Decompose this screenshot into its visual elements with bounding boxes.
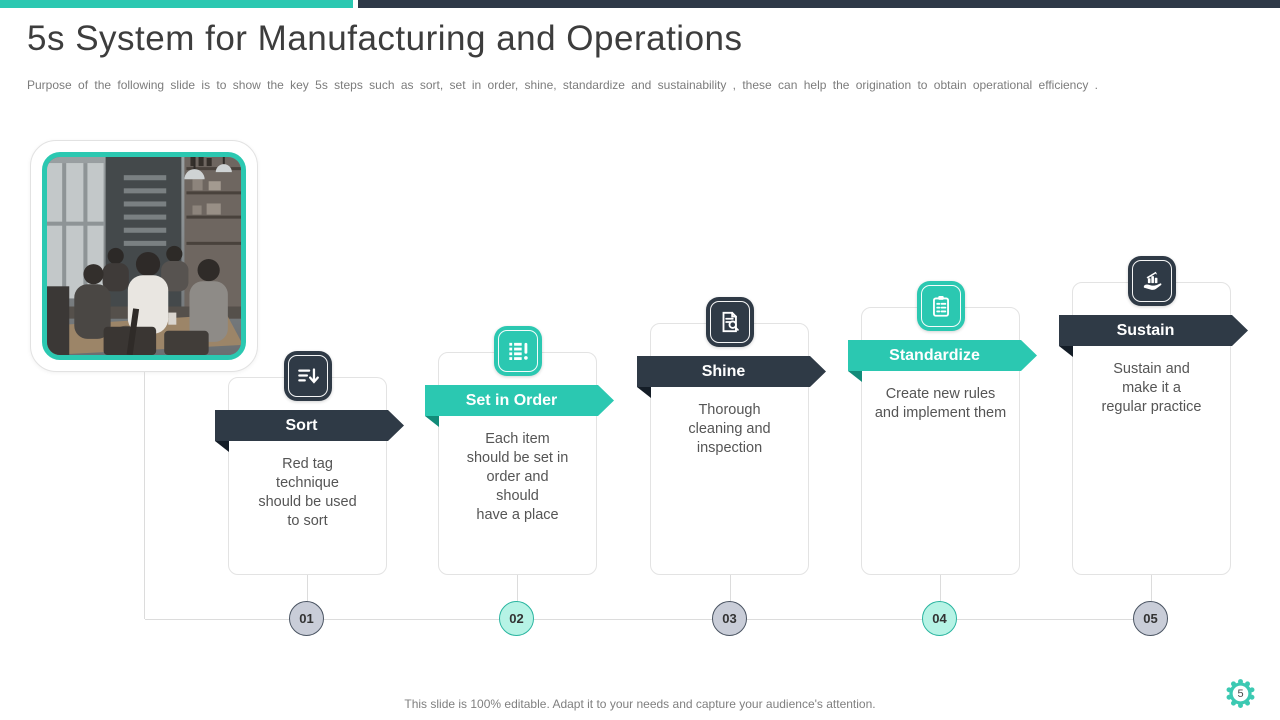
timeline-connector-photo xyxy=(144,372,145,619)
timeline-connector-5 xyxy=(1151,575,1152,619)
hand-growth-icon xyxy=(1127,256,1176,306)
slide-subtitle: Purpose of the following slide is to sho… xyxy=(27,78,1099,92)
hand-growth-icon-frame xyxy=(1131,260,1172,302)
step-card-sort: Sort Red tag technique should be used to… xyxy=(215,351,387,575)
ribbon-fold xyxy=(848,371,862,382)
step-number-badge-04: 04 xyxy=(922,601,957,636)
document-inspection-icon-frame xyxy=(709,301,750,343)
step-description: Sustain and make it a regular practice xyxy=(1101,361,1202,415)
timeline-line xyxy=(145,619,1152,620)
step-label: Sort xyxy=(285,416,318,434)
gear-icon xyxy=(1226,679,1255,708)
sort-descending-icon xyxy=(283,351,332,401)
meeting-photo-illustration xyxy=(47,157,241,355)
step-label: Shine xyxy=(701,362,746,380)
step-description: Red tag technique should be used to sort xyxy=(258,456,357,529)
step-card-shine: Shine Thorough cleaning and inspection xyxy=(637,297,809,575)
meeting-photo-card xyxy=(30,140,258,372)
step-card-set-in-order: Set in Order Each item should be set in … xyxy=(425,326,597,575)
document-inspection-icon xyxy=(705,297,754,347)
list-info-icon xyxy=(493,326,542,376)
step-label: Sustain xyxy=(1116,321,1175,339)
step-card-standardize: Standardize Create new rules and impleme… xyxy=(848,281,1020,575)
step-banner-set-in-order: Set in Order xyxy=(425,385,614,416)
timeline-connector-2 xyxy=(517,575,518,619)
slide-title: 5s System for Manufacturing and Operatio… xyxy=(27,19,743,58)
clipboard-icon-frame xyxy=(920,285,961,327)
timeline-connector-1 xyxy=(307,575,308,619)
step-banner-sort: Sort xyxy=(215,410,404,441)
clipboard-icon xyxy=(916,281,965,331)
step-number-badge-05: 05 xyxy=(1133,601,1168,636)
timeline-connector-4 xyxy=(940,575,941,619)
page-number-gear: 5 xyxy=(1224,677,1257,710)
step-banner-shine: Shine xyxy=(637,356,826,387)
accent-bar-dark xyxy=(358,0,1280,8)
footer-note: This slide is 100% editable. Adapt it to… xyxy=(404,697,876,711)
step-label: Set in Order xyxy=(465,391,558,409)
list-info-icon-frame xyxy=(497,330,538,372)
step-card-sustain: Sustain Sustain and make it a regular pr… xyxy=(1059,256,1231,575)
step-banner-sustain: Sustain xyxy=(1059,315,1248,346)
step-description: Each item should be set in order and sho… xyxy=(466,431,569,523)
ribbon-fold xyxy=(1059,346,1073,357)
ribbon-fold xyxy=(637,387,651,398)
step-number-badge-02: 02 xyxy=(499,601,534,636)
step-description: Thorough cleaning and inspection xyxy=(688,402,771,456)
sort-descending-icon-frame xyxy=(287,355,328,397)
timeline-connector-3 xyxy=(730,575,731,619)
step-label: Standardize xyxy=(889,346,980,364)
step-description: Create new rules and implement them xyxy=(874,386,1007,421)
accent-bar-teal xyxy=(0,0,353,8)
ribbon-fold xyxy=(425,416,439,427)
page-number: 5 xyxy=(1237,687,1244,700)
ribbon-fold xyxy=(215,441,229,452)
step-number-badge-03: 03 xyxy=(712,601,747,636)
meeting-photo xyxy=(42,152,246,360)
step-number-badge-01: 01 xyxy=(289,601,324,636)
step-banner-standardize: Standardize xyxy=(848,340,1037,371)
